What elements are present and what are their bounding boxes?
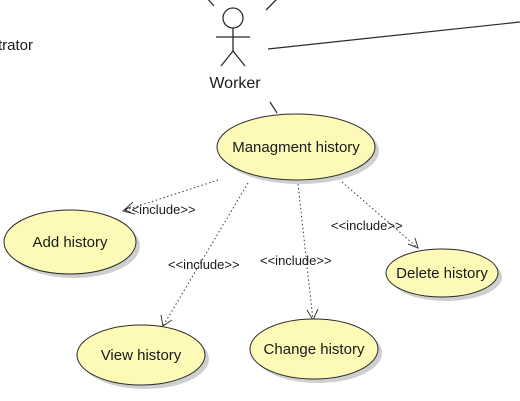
use-case-managment-history[interactable]: Managment history: [216, 113, 379, 184]
use-case-label: Change history: [264, 341, 365, 358]
include-line-change: [297, 183, 314, 321]
use-case-ellipse: [76, 324, 206, 386]
include-arrow-add: [121, 201, 136, 215]
include-line-add: [122, 179, 219, 212]
use-case-label: Managment history: [232, 139, 360, 156]
use-case-ellipse: [216, 113, 376, 181]
association-line-right: [267, 21, 520, 50]
worker-label: Worker: [209, 75, 261, 92]
use-case-label: Add history: [32, 234, 108, 251]
actor-head: [222, 7, 244, 29]
include-label-change: <<include>>: [260, 253, 332, 268]
worker-actor-figure[interactable]: [207, 0, 278, 67]
use-case-delete-history[interactable]: Delete history: [385, 248, 502, 301]
use-case-ellipse: [249, 318, 379, 380]
actor-line-top-right: [265, 0, 277, 11]
use-case-add-history[interactable]: Add history: [3, 209, 140, 278]
actor-left-leg: [220, 50, 234, 67]
actor-right-leg: [232, 50, 246, 67]
partial-actor-label: trator: [0, 37, 33, 54]
include-arrow-delete: [407, 237, 419, 249]
use-case-ellipse: [3, 209, 137, 275]
include-label-delete: <<include>>: [331, 218, 403, 233]
include-label-add: <<include>>: [124, 202, 196, 217]
use-case-label: Delete history: [396, 265, 488, 282]
include-arrow-change: [306, 308, 319, 322]
include-label-view: <<include>>: [168, 257, 240, 272]
use-case-ellipse: [385, 248, 499, 298]
actor-line-top-left: [207, 0, 215, 7]
use-case-change-history[interactable]: Change history: [249, 318, 382, 383]
include-arrow-view: [160, 314, 173, 327]
include-line-delete: [341, 181, 419, 249]
use-case-label: View history: [101, 347, 182, 364]
use-case-view-history[interactable]: View history: [76, 324, 209, 389]
association-line-worker: [269, 101, 278, 114]
